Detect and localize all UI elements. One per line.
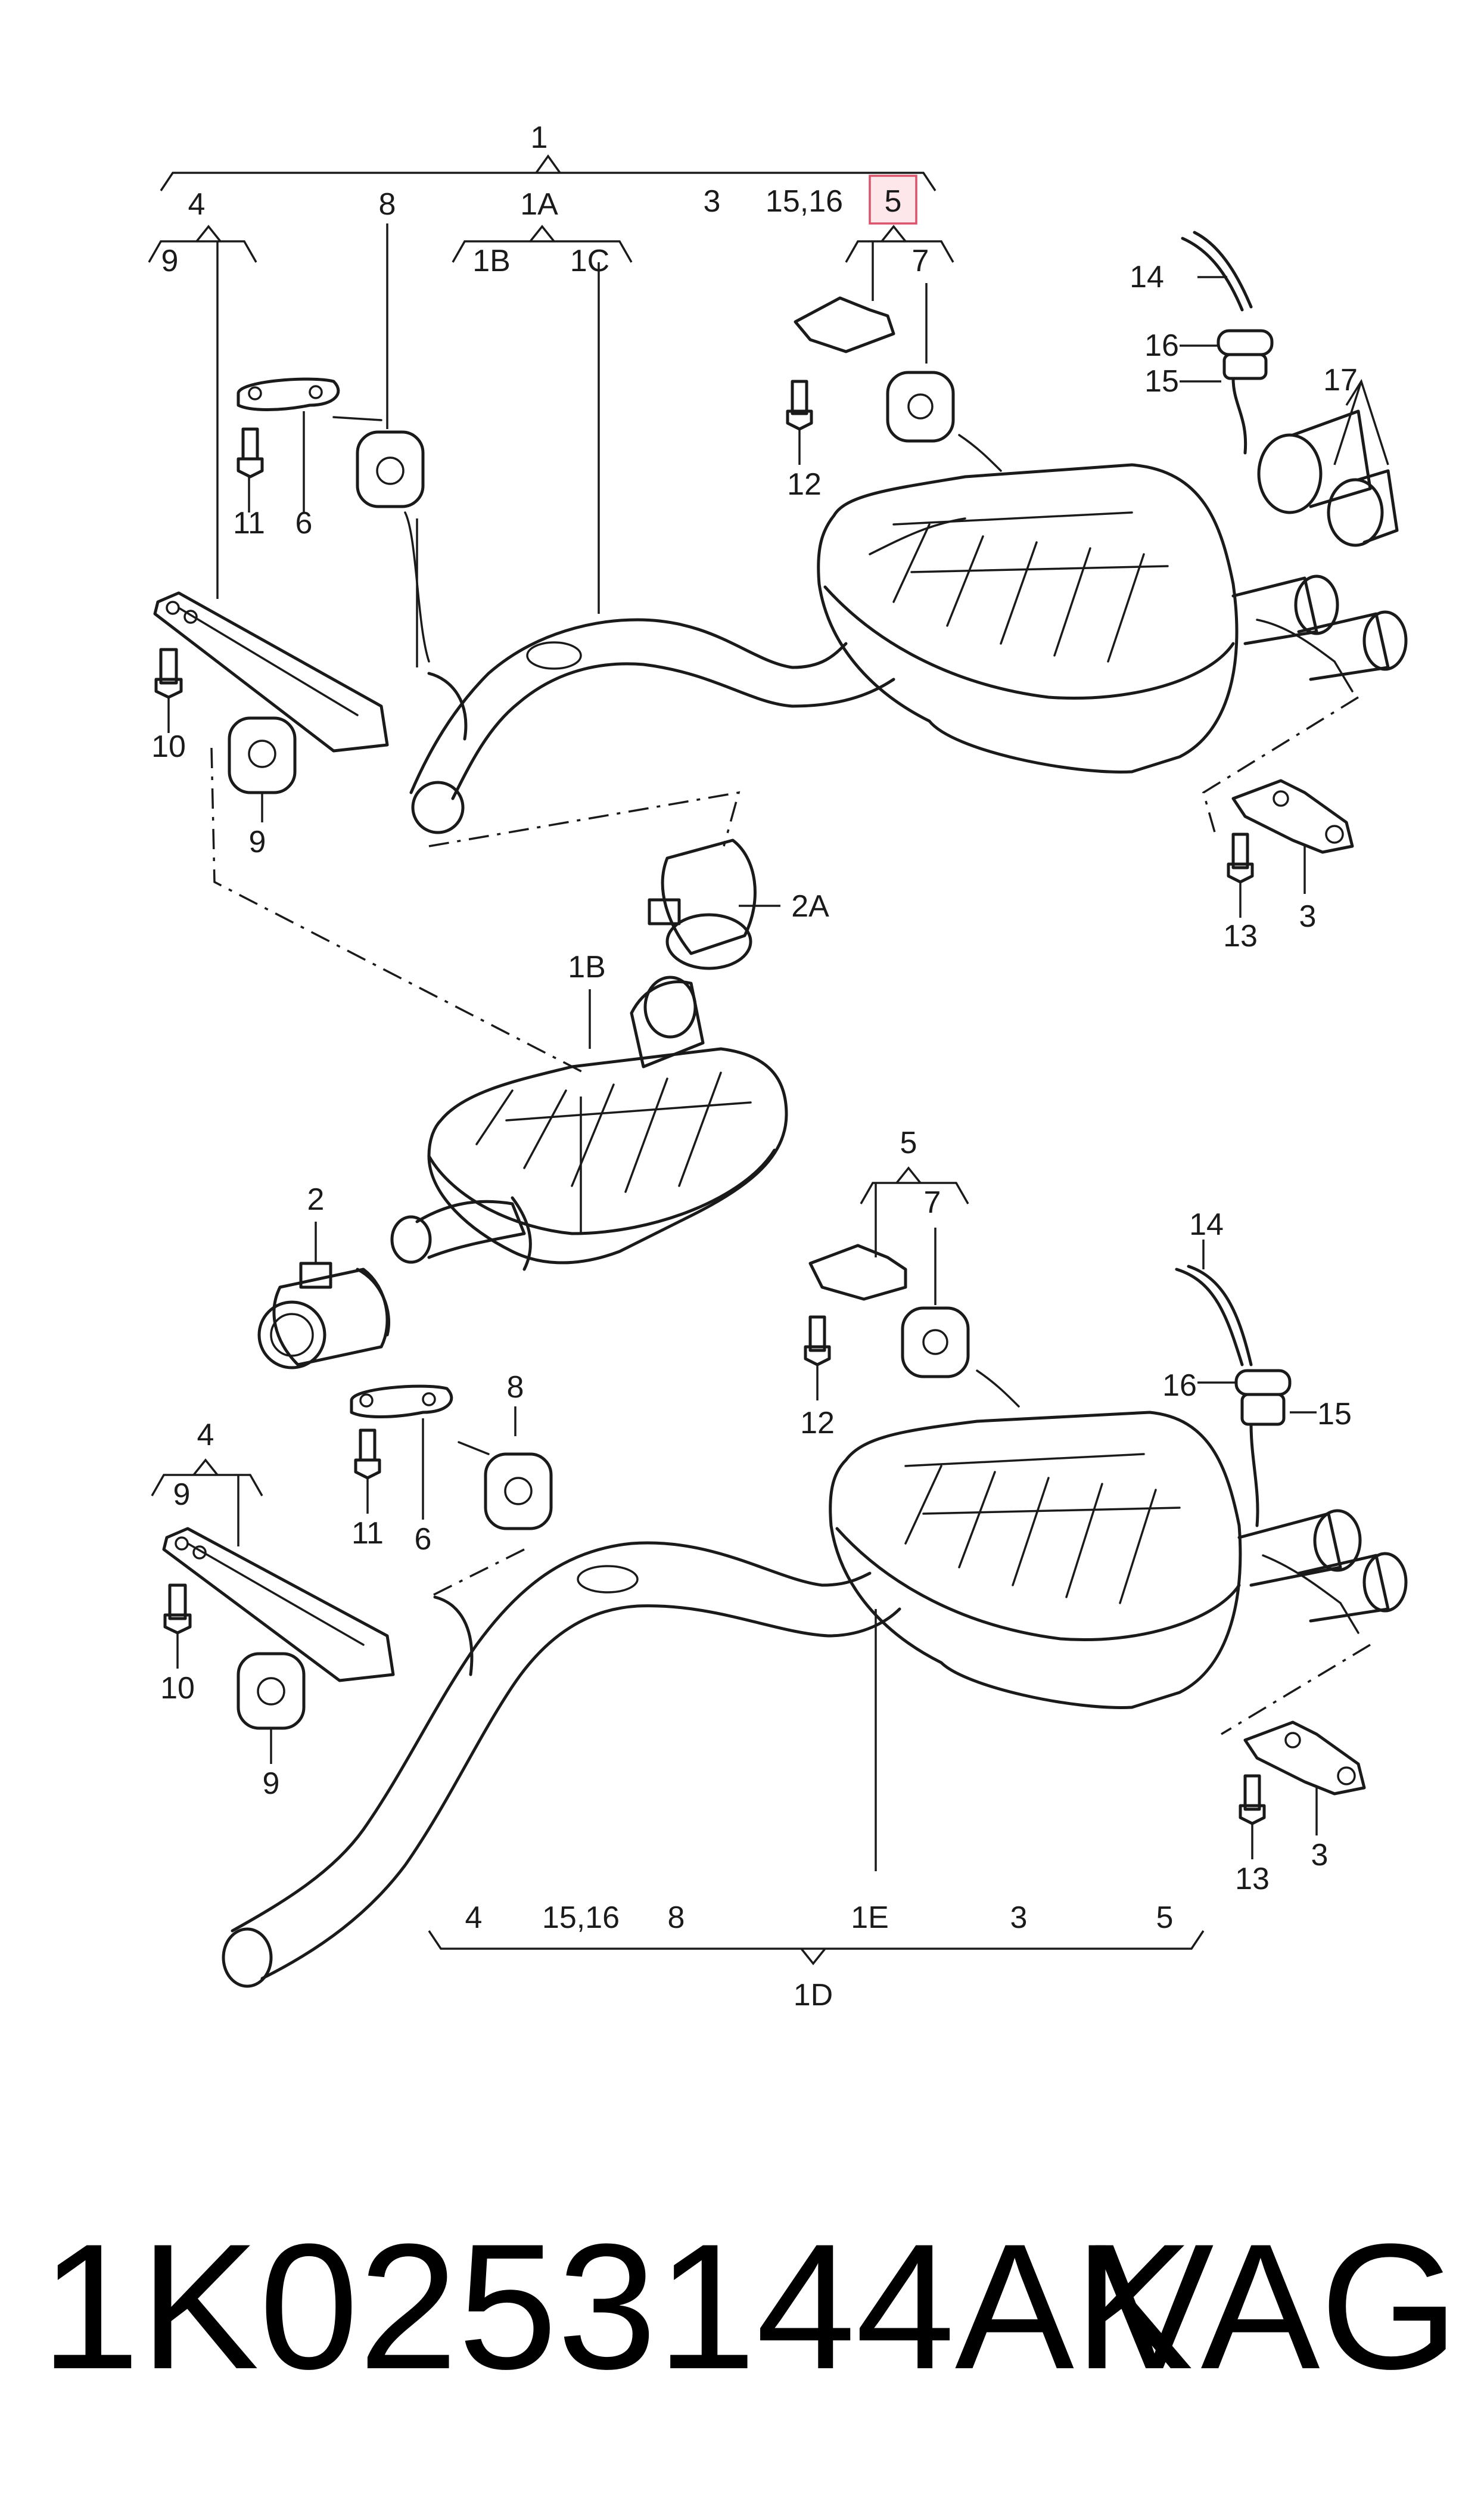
label-9d: 9 (263, 1766, 280, 1801)
label-3b: 3 (1299, 899, 1317, 934)
part-number-text: 1K0253144AK (41, 2206, 1194, 2406)
label-8: 8 (379, 187, 396, 222)
label-8c: 8 (668, 1900, 685, 1935)
bracket-1-group (160, 154, 937, 191)
label-9: 9 (161, 244, 179, 278)
bracket-4-group (148, 225, 257, 599)
label-4c: 4 (465, 1900, 483, 1935)
bracket-6-top (237, 377, 340, 513)
label-7: 7 (912, 244, 929, 278)
label-4: 4 (188, 187, 206, 222)
intermediate-pipe-bottom (222, 1541, 901, 1988)
bolt-12-top (786, 296, 1002, 472)
bracket-1d-group (428, 1930, 1205, 1965)
tail-tips-17 (1257, 378, 1399, 547)
label-10b: 10 (160, 1671, 195, 1706)
rear-silencer-bottom (829, 1411, 1408, 1709)
bracket-3-bottom (1221, 1644, 1371, 1859)
label-13b: 13 (1235, 1862, 1270, 1896)
label-12: 12 (787, 467, 822, 502)
bolt-12-bottom (804, 1244, 1020, 1408)
bracket-3-top (1202, 696, 1359, 918)
label-16: 16 (1144, 328, 1179, 363)
label-7b: 7 (924, 1185, 941, 1220)
label-6: 6 (295, 506, 313, 541)
clamp-2a (428, 791, 780, 970)
cable-14-top (1180, 231, 1274, 455)
label-1b: 1B (472, 244, 511, 278)
label-15: 15 (1144, 364, 1179, 399)
bracket-6-bottom (350, 1384, 453, 1520)
label-11: 11 (233, 506, 265, 541)
label-14: 14 (1130, 260, 1164, 294)
mount-8-top (332, 223, 430, 663)
rear-silencer-top (817, 463, 1408, 774)
label-15b: 15 (1317, 1397, 1352, 1431)
label-13: 13 (1223, 919, 1258, 953)
bracket-5-group-bottom (860, 1166, 969, 1305)
label-2: 2 (307, 1182, 325, 1217)
label-5c: 5 (1156, 1900, 1174, 1935)
bracket-4-group-bottom (151, 1458, 395, 1764)
label-15-16: 15,16 (766, 184, 843, 219)
bracket-1a-group (452, 225, 633, 614)
label-16b: 16 (1162, 1368, 1197, 1403)
label-5b: 5 (900, 1126, 917, 1160)
label-4b: 4 (197, 1418, 214, 1452)
label-1d: 1D (794, 1978, 833, 2012)
label-9c: 9 (173, 1477, 191, 1512)
label-2a: 2A (791, 889, 829, 924)
label-5-highlighted: 5 (885, 184, 902, 219)
label-17: 17 (1323, 363, 1358, 397)
brand-text: VAG (1094, 2206, 1459, 2406)
label-1a: 1A (520, 187, 558, 222)
label-3c: 3 (1311, 1838, 1329, 1872)
label-12b: 12 (800, 1406, 835, 1440)
label-8b: 8 (507, 1370, 524, 1405)
cable-14-bottom (1175, 1240, 1317, 1527)
label-3d: 3 (1010, 1900, 1028, 1935)
bracket-5-group (845, 225, 954, 364)
highlight-box (869, 175, 917, 225)
label-1c: 1C (570, 244, 609, 278)
intermediate-pipe-top (409, 518, 895, 834)
clamp-2 (257, 1222, 391, 1369)
label-6b: 6 (415, 1522, 432, 1557)
front-silencer-1b (390, 976, 788, 1271)
label-3: 3 (704, 184, 721, 219)
label-9b: 9 (249, 825, 266, 859)
label-15-16b: 15,16 (542, 1900, 620, 1935)
label-11b: 11 (351, 1516, 384, 1551)
label-14b: 14 (1189, 1207, 1224, 1242)
label-1: 1 (531, 120, 548, 155)
callout-labels: 1 4 9 8 1A 1B 1C 3 15,16 5 7 14 16 15 17… (151, 120, 1358, 2012)
label-1b-middle: 1B (568, 950, 606, 984)
label-1e: 1E (851, 1900, 889, 1935)
label-10: 10 (151, 729, 186, 764)
bracket-10-top (153, 591, 584, 1074)
mount-8-bottom (428, 1406, 553, 1598)
